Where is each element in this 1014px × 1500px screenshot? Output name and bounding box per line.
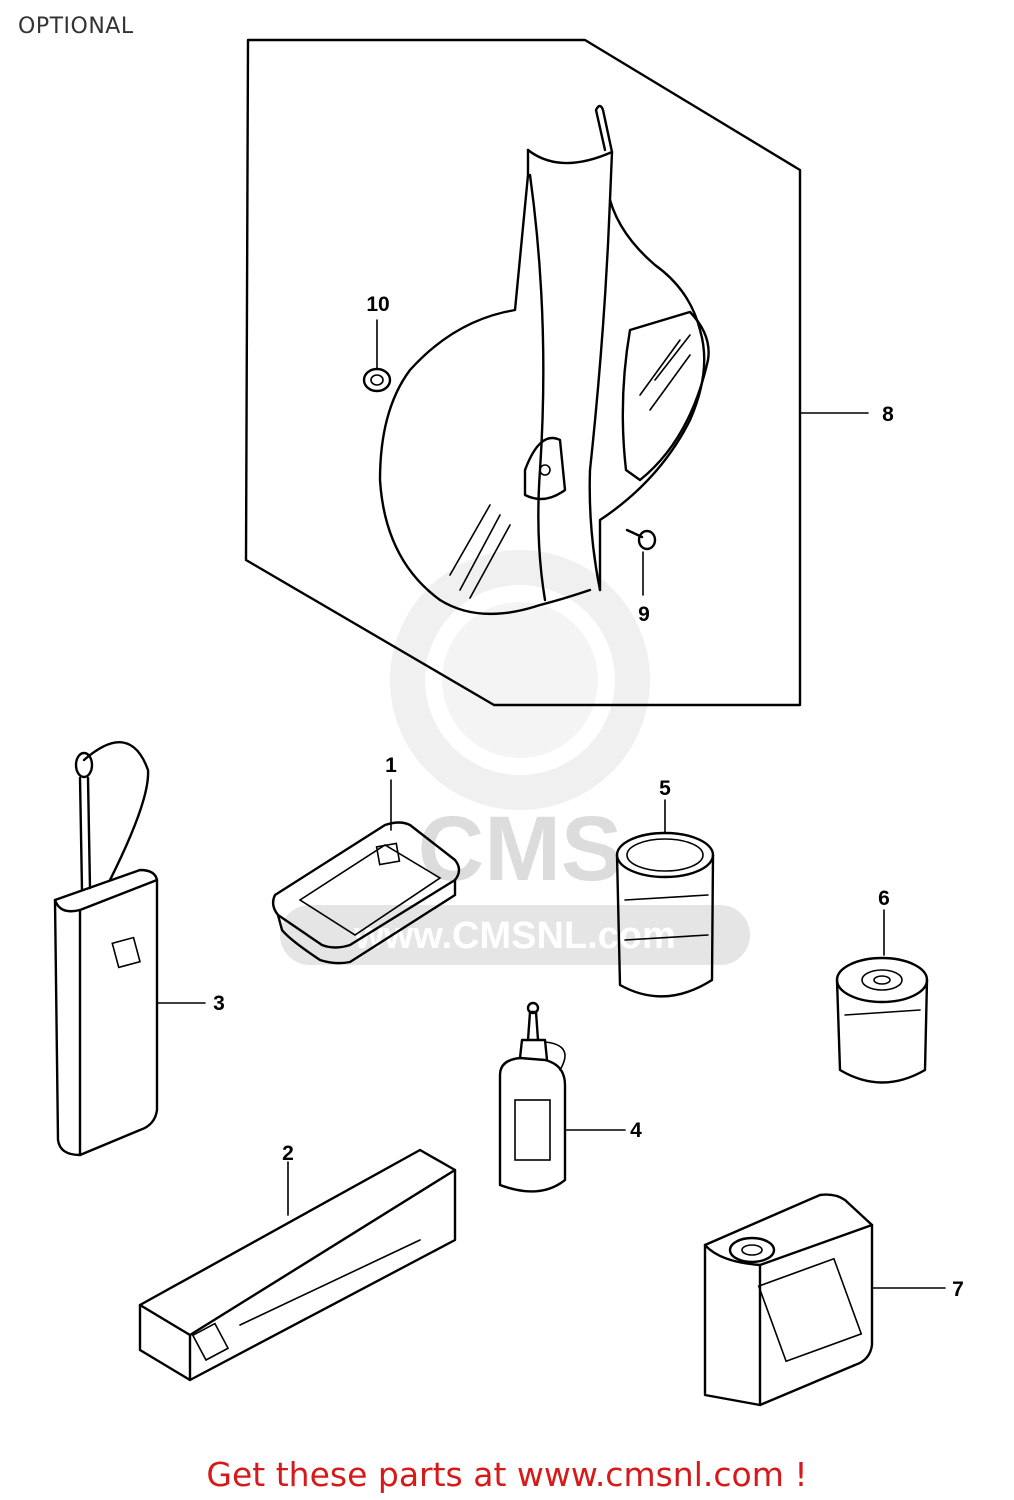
callout-7: 7 xyxy=(952,1278,964,1301)
watermark-url-text: www.CMSNL.com xyxy=(353,915,676,957)
callout-10: 10 xyxy=(366,293,389,316)
part-oil-tin[interactable] xyxy=(703,1193,946,1407)
callout-3: 3 xyxy=(213,992,225,1015)
callout-9: 9 xyxy=(638,603,650,626)
part-oil-bottle[interactable] xyxy=(498,1001,626,1193)
part-screw[interactable] xyxy=(625,528,657,596)
part-bond-box[interactable] xyxy=(138,1148,457,1382)
footer-promo-link[interactable]: Get these parts at www.cmsnl.com ! xyxy=(0,1455,1014,1494)
callout-1: 1 xyxy=(385,754,397,777)
callout-4: 4 xyxy=(630,1119,642,1142)
part-tube-container[interactable] xyxy=(53,741,206,1157)
callout-2: 2 xyxy=(282,1142,294,1165)
part-tool-case[interactable] xyxy=(271,779,461,965)
part-can-small[interactable] xyxy=(835,909,929,1084)
footer-link-text[interactable]: Get these parts at www.cmsnl.com ! xyxy=(206,1455,808,1494)
callout-8: 8 xyxy=(882,403,894,426)
watermark: CMS www.CMSNL.com xyxy=(280,550,750,965)
kit-frame xyxy=(244,38,802,707)
part-can-large[interactable] xyxy=(615,799,715,998)
part-nut[interactable] xyxy=(362,319,392,393)
page-title: OPTIONAL xyxy=(18,14,134,39)
callout-6: 6 xyxy=(878,887,890,910)
callout-5: 5 xyxy=(659,777,671,800)
part-fork-cover[interactable] xyxy=(378,104,710,616)
